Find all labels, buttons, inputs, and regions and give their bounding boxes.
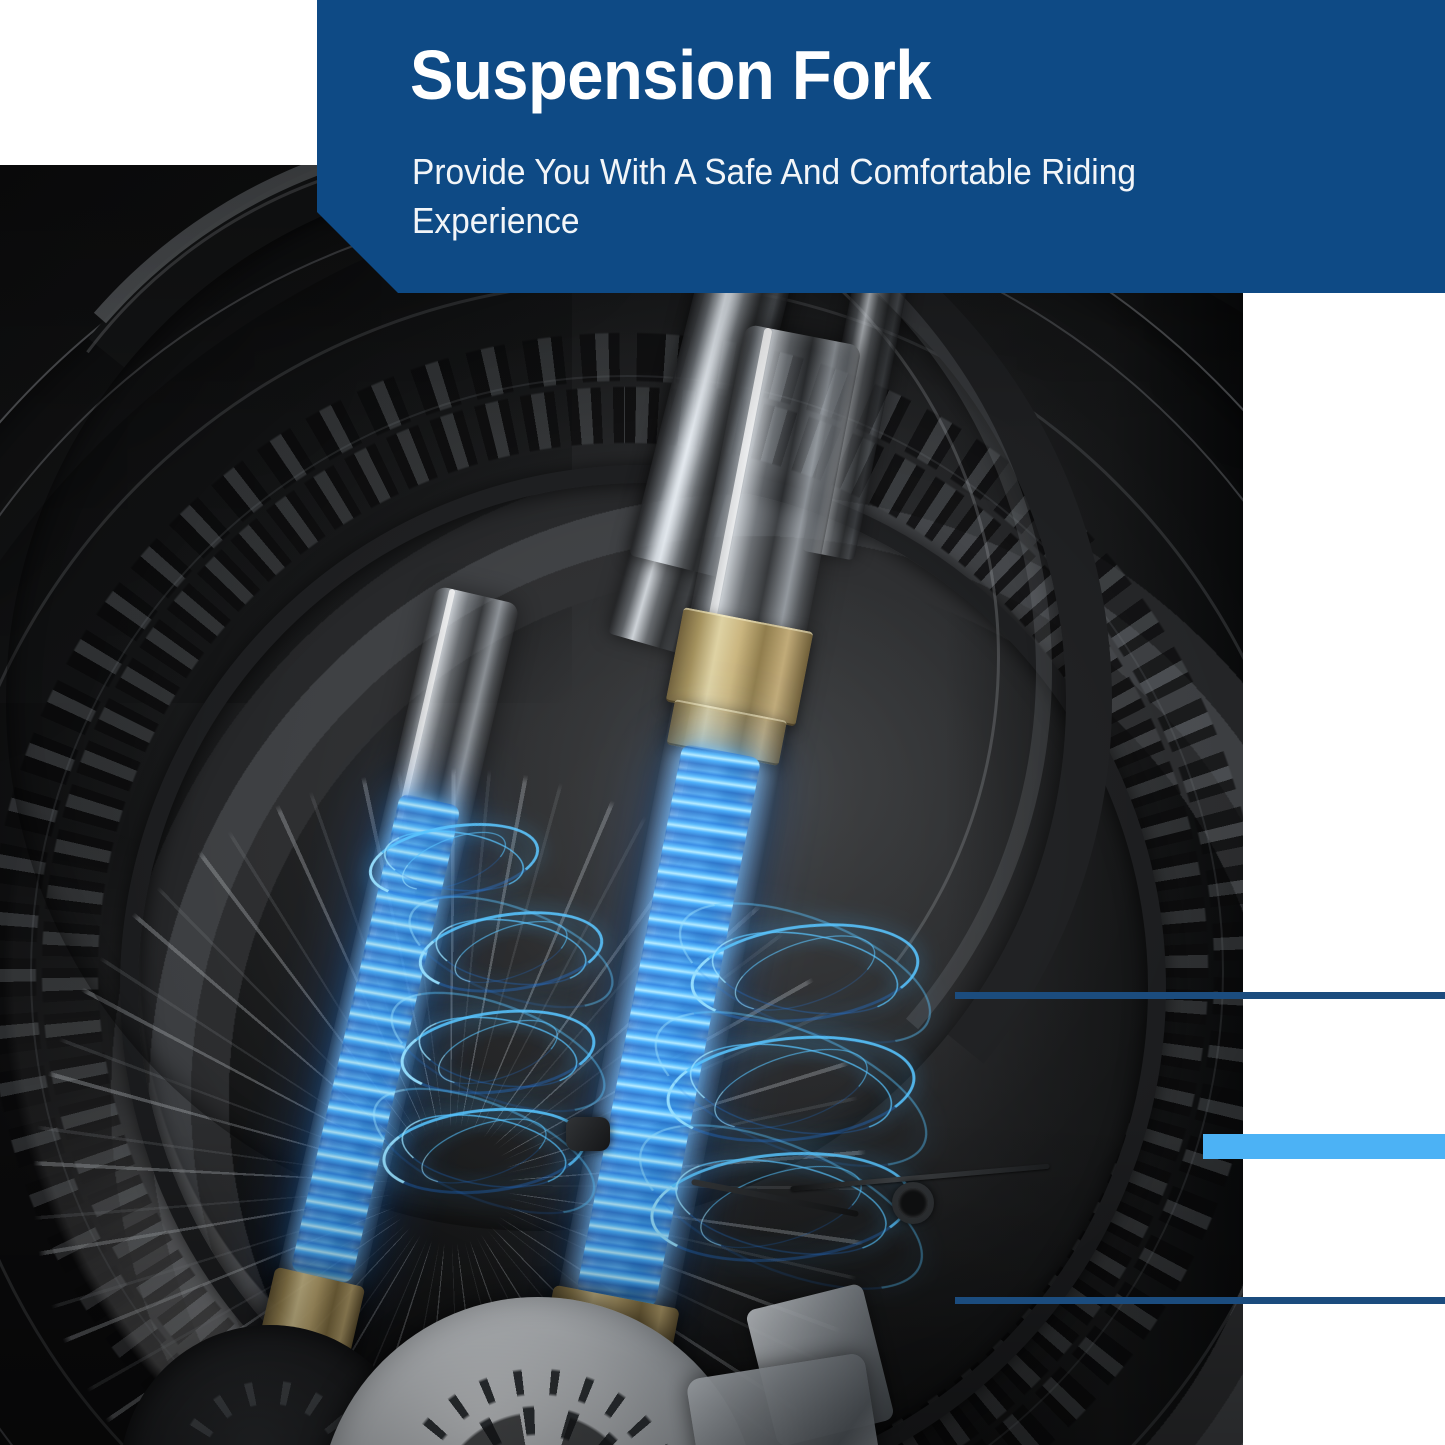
header-banner: Suspension Fork Provide You With A Safe … [317, 0, 1445, 293]
spoke-nipple-hardware [566, 1117, 610, 1151]
brake-rotor [318, 1297, 758, 1445]
photo-color-grade [0, 165, 1243, 1445]
photo-content [0, 165, 1243, 1445]
product-photo [0, 165, 1243, 1445]
brake-cable-eyelet [892, 1182, 934, 1224]
top-left-white-margin [0, 0, 317, 165]
callout-line-middle [1203, 1134, 1445, 1159]
callout-line-bottom [955, 1297, 1445, 1304]
page-subtitle: Provide You With A Safe And Comfortable … [412, 151, 1136, 241]
callout-line-top [955, 992, 1445, 999]
page-title: Suspension Fork [410, 36, 932, 114]
right-white-margin [1243, 293, 1445, 1445]
